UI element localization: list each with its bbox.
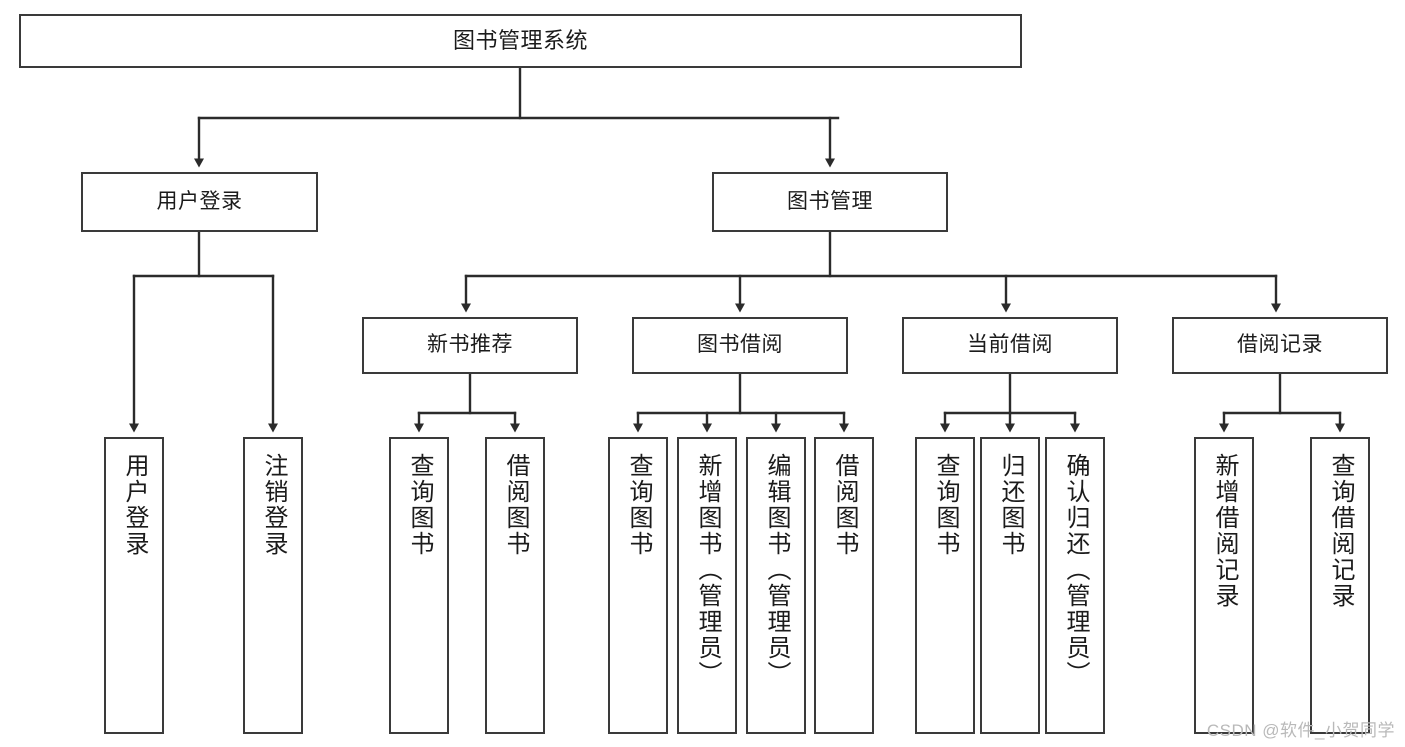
node-root-label: 图书管理系统 [452,28,588,54]
node-new-book-rec-label: 新书推荐 [427,333,513,357]
leaf-add-book-label: 新增图书（管理员） [694,453,721,687]
leaf-query-book[interactable]: 查询图书 [608,437,668,734]
node-user-login[interactable]: 用户登录 [81,172,318,232]
leaf-edit-book[interactable]: 编辑图书（管理员） [746,437,806,734]
leaf-query-record-label: 查询借阅记录 [1327,453,1354,609]
leaf-edit-book-label: 编辑图书（管理员） [763,453,790,687]
leaf-user-login[interactable]: 用户登录 [104,437,164,734]
leaf-query-book-rec[interactable]: 查询图书 [389,437,449,734]
node-book-borrow[interactable]: 图书借阅 [632,317,848,374]
leaf-add-record[interactable]: 新增借阅记录 [1194,437,1254,734]
leaf-query-book-label: 查询图书 [625,453,652,557]
node-borrow-record[interactable]: 借阅记录 [1172,317,1388,374]
leaf-query-book-cur-label: 查询图书 [932,453,959,557]
leaf-return-book[interactable]: 归还图书 [980,437,1040,734]
node-current-borrow-label: 当前借阅 [967,333,1053,357]
node-book-manage[interactable]: 图书管理 [712,172,948,232]
leaf-return-book-label: 归还图书 [997,453,1024,557]
leaf-confirm-return[interactable]: 确认归还（管理员） [1045,437,1105,734]
leaf-user-login-label: 用户登录 [121,453,148,557]
csdn-watermark: CSDN @软件_小贺同学 [1206,721,1395,740]
leaf-logout[interactable]: 注销登录 [243,437,303,734]
node-new-book-rec[interactable]: 新书推荐 [362,317,578,374]
leaf-query-book-rec-label: 查询图书 [406,453,433,557]
node-user-login-label: 用户登录 [156,189,243,213]
leaf-query-book-cur[interactable]: 查询图书 [915,437,975,734]
node-borrow-record-label: 借阅记录 [1237,333,1323,357]
node-book-manage-label: 图书管理 [787,189,873,213]
leaf-query-record[interactable]: 查询借阅记录 [1310,437,1370,734]
leaf-confirm-return-label: 确认归还（管理员） [1062,453,1089,687]
leaf-add-record-label: 新增借阅记录 [1211,453,1238,609]
node-root[interactable]: 图书管理系统 [19,14,1022,68]
leaf-add-book[interactable]: 新增图书（管理员） [677,437,737,734]
leaf-borrow-book-rec-label: 借阅图书 [502,453,529,557]
node-current-borrow[interactable]: 当前借阅 [902,317,1118,374]
leaf-borrow-book-rec[interactable]: 借阅图书 [485,437,545,734]
leaf-borrow-book-label: 借阅图书 [831,453,858,557]
leaf-logout-label: 注销登录 [260,453,287,557]
leaf-borrow-book[interactable]: 借阅图书 [814,437,874,734]
node-book-borrow-label: 图书借阅 [697,333,783,357]
